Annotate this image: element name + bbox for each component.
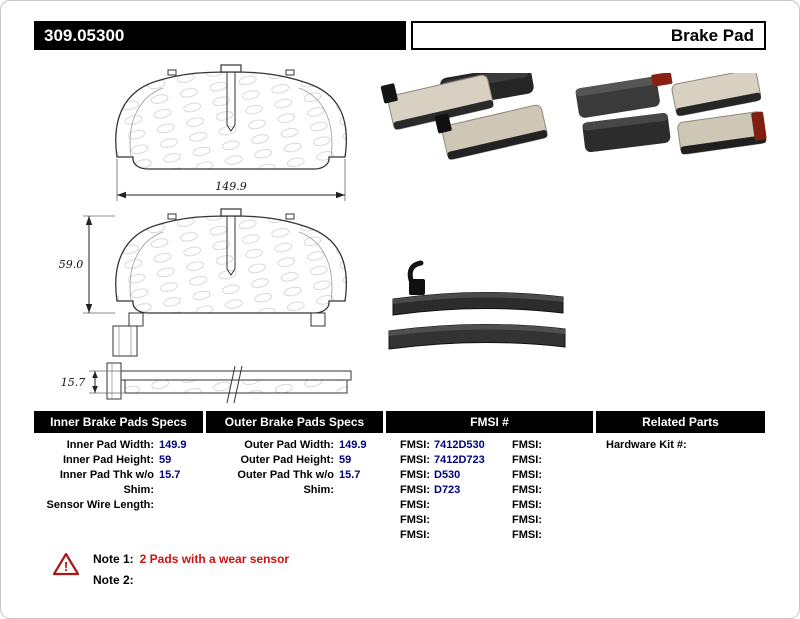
fmsi-label: FMSI:	[512, 514, 542, 526]
related-label: Hardware Kit #:	[606, 439, 687, 451]
spec-label: Inner Pad Thk w/o Shim:	[59, 469, 154, 496]
spec-label: Inner Pad Height:	[62, 454, 154, 466]
fmsi-label: FMSI:	[512, 439, 542, 451]
svg-text:!: !	[64, 559, 68, 574]
fmsi-value	[542, 483, 593, 498]
fmsi-value	[542, 468, 593, 483]
fmsi-value	[542, 528, 593, 543]
spec-label: Outer Pad Height:	[240, 454, 334, 466]
width-dimension: 149.9	[116, 159, 346, 201]
fmsi-row: FMSI: FMSI:	[386, 528, 593, 543]
photo-front-pads-right	[575, 73, 767, 155]
fmsi-header: FMSI #	[386, 411, 593, 433]
spec-label: Inner Pad Width:	[66, 439, 154, 451]
warning-icon: !	[53, 552, 79, 576]
fmsi-row: FMSI: 7412D723 FMSI:	[386, 453, 593, 468]
note-2: Note 2:	[93, 570, 289, 591]
fmsi-label: FMSI:	[512, 454, 542, 466]
photo-front-pads-left	[380, 73, 548, 160]
fmsi-label: FMSI:	[400, 529, 430, 541]
related-parts-column: Related Parts Hardware Kit #:	[596, 411, 765, 543]
fmsi-value: D723	[434, 484, 461, 496]
spec-label: Outer Pad Thk w/o Shim:	[237, 469, 334, 496]
inner-specs-header: Inner Brake Pads Specs	[34, 411, 203, 433]
fmsi-value: 7412D723	[434, 454, 485, 466]
outer-specs-header: Outer Brake Pads Specs	[206, 411, 383, 433]
thickness-dim-label: 15.7	[61, 376, 86, 389]
page-title: Brake Pad	[411, 21, 766, 50]
fmsi-value	[430, 498, 502, 513]
spec-row: Outer Pad Width: 149.9	[206, 438, 383, 453]
fmsi-value	[430, 528, 502, 543]
spec-value: 59	[159, 454, 172, 466]
note1-label: Note 1:	[93, 552, 134, 566]
width-dim-label: 149.9	[215, 180, 247, 193]
fmsi-row: FMSI: 7412D530 FMSI:	[386, 438, 593, 453]
spec-value: 149.9	[159, 439, 187, 451]
fmsi-value: D530	[434, 469, 461, 481]
note2-label: Note 2:	[93, 573, 134, 587]
fmsi-row: FMSI: FMSI:	[386, 498, 593, 513]
fmsi-value	[430, 513, 502, 528]
note1-text: 2 Pads with a wear sensor	[139, 552, 290, 566]
inner-specs-column: Inner Brake Pads Specs Inner Pad Width: 1…	[34, 411, 203, 543]
photo-edge-pads	[388, 260, 566, 350]
spec-value: 15.7	[159, 469, 181, 481]
spec-value: 149.9	[339, 439, 367, 451]
fmsi-label: FMSI:	[512, 484, 542, 496]
related-row: Hardware Kit #:	[596, 438, 765, 453]
fmsi-row: FMSI: D530 FMSI:	[386, 468, 593, 483]
spec-value	[154, 498, 203, 513]
fmsi-label: FMSI:	[400, 514, 430, 526]
fmsi-value: 7412D530	[434, 439, 485, 451]
fmsi-label: FMSI:	[400, 469, 430, 481]
pad-front-view-middle	[112, 208, 348, 357]
spec-value: 15.7	[339, 469, 361, 481]
fmsi-label: FMSI:	[512, 499, 542, 511]
spec-table: Inner Brake Pads Specs Inner Pad Width: 1…	[34, 411, 766, 543]
spec-row: Sensor Wire Length:	[34, 498, 203, 513]
pad-front-view-top	[115, 64, 348, 170]
note-1: Note 1: 2 Pads with a wear sensor	[93, 549, 289, 570]
fmsi-value	[542, 453, 593, 468]
technical-drawings: 149.9 59.0	[59, 64, 352, 404]
spec-row: Outer Pad Thk w/o Shim: 15.7	[206, 468, 383, 498]
fmsi-label: FMSI:	[512, 469, 542, 481]
outer-specs-column: Outer Brake Pads Specs Outer Pad Width: 1…	[206, 411, 383, 543]
spec-row: Inner Pad Height: 59	[34, 453, 203, 468]
fmsi-row: FMSI: FMSI:	[386, 513, 593, 528]
notes: ! Note 1: 2 Pads with a wear sensor Note …	[53, 549, 289, 591]
spec-value: 59	[339, 454, 352, 466]
thickness-dimension: 15.7	[61, 370, 125, 394]
pad-edge-view	[106, 362, 352, 404]
fmsi-value	[542, 498, 593, 513]
fmsi-label: FMSI:	[400, 484, 430, 496]
height-dim-label: 59.0	[59, 258, 84, 271]
spec-label: Outer Pad Width:	[244, 439, 334, 451]
spec-label: Sensor Wire Length:	[46, 499, 154, 511]
fmsi-value	[542, 438, 593, 453]
related-value	[687, 438, 692, 453]
fmsi-label: FMSI:	[400, 439, 430, 451]
header: 309.05300 Brake Pad	[34, 21, 766, 50]
fmsi-label: FMSI:	[400, 499, 430, 511]
product-photos	[380, 73, 767, 350]
fmsi-row: FMSI: D723 FMSI:	[386, 483, 593, 498]
part-number: 309.05300	[34, 21, 406, 50]
fmsi-value	[542, 513, 593, 528]
height-dimension: 59.0	[59, 215, 115, 314]
fmsi-label: FMSI:	[512, 529, 542, 541]
fmsi-label: FMSI:	[400, 454, 430, 466]
spec-row: Inner Pad Width: 149.9	[34, 438, 203, 453]
spec-row: Inner Pad Thk w/o Shim: 15.7	[34, 468, 203, 498]
related-parts-header: Related Parts	[596, 411, 765, 433]
spec-row: Outer Pad Height: 59	[206, 453, 383, 468]
